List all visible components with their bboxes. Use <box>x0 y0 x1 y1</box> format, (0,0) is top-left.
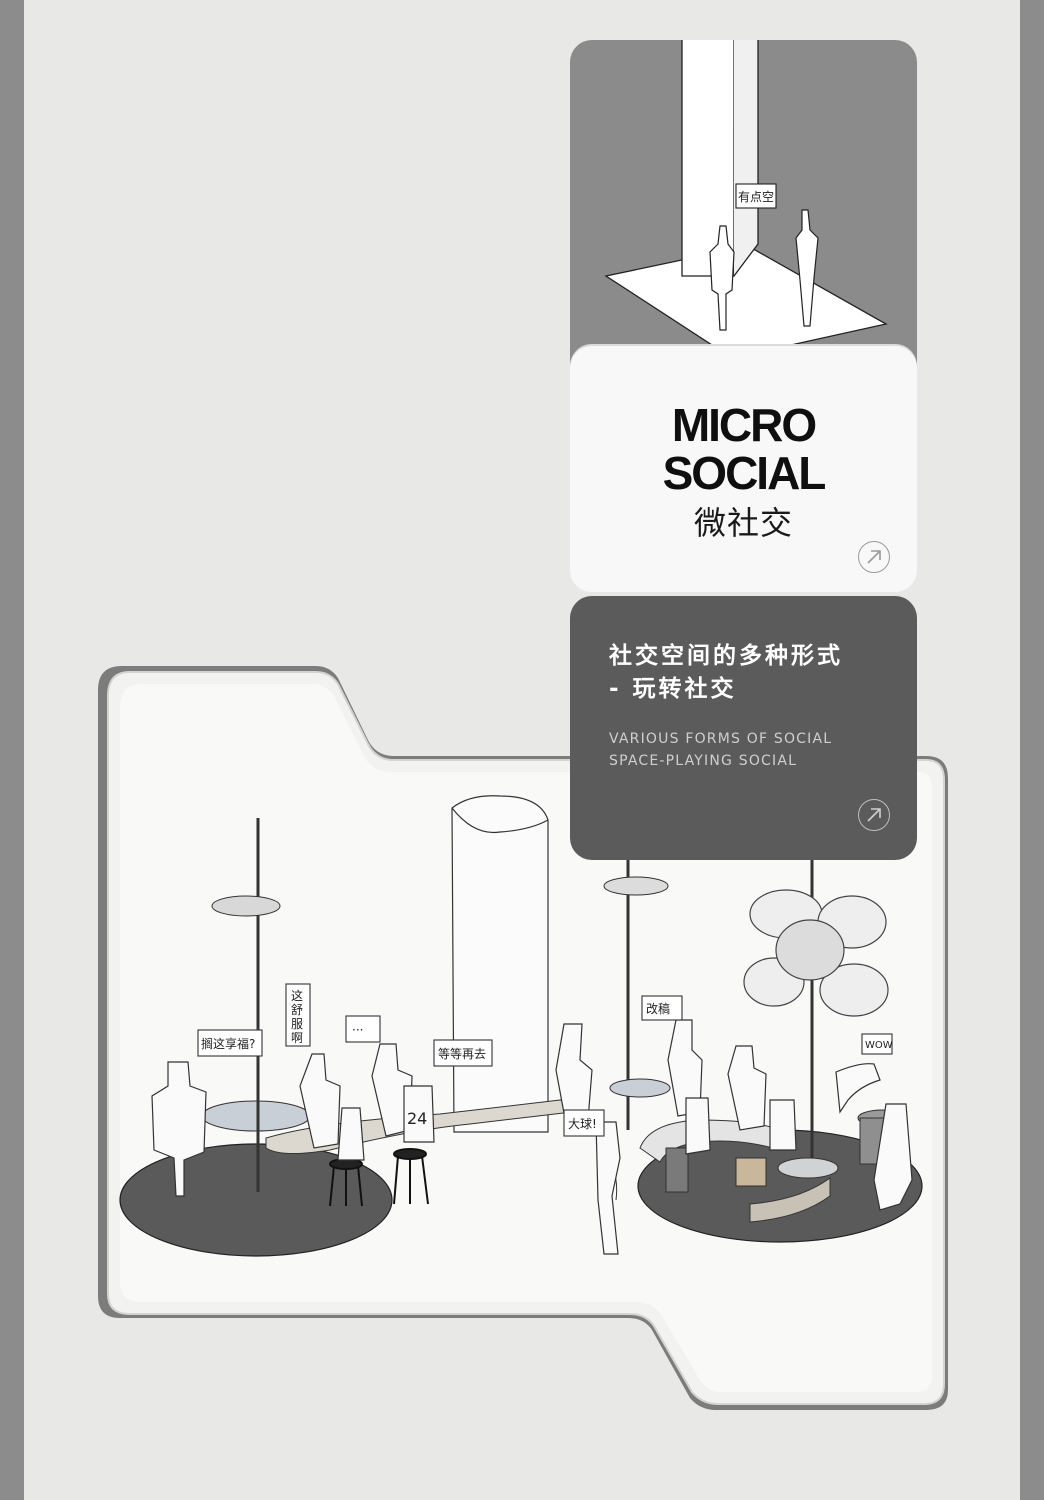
bubble-text: 舒 <box>291 1003 303 1017</box>
hero-title-line1: MICRO <box>671 399 817 451</box>
hero-title-line2: SOCIAL <box>662 447 827 499</box>
bubble-text: 大球! <box>568 1117 597 1131</box>
sketch-people <box>151 1019 913 1255</box>
bubble-text: 这 <box>291 988 303 1003</box>
bubble-text: 等等再去 <box>438 1047 486 1061</box>
micro-social-card[interactable]: 有点空 MICRO SOCIAL 微社交 <box>570 40 917 592</box>
bar-stools <box>329 1148 429 1207</box>
arrow-up-right-icon[interactable] <box>858 541 890 573</box>
bubble-text: 24 <box>407 1109 427 1128</box>
bubble-text: 啊 <box>291 1031 303 1045</box>
bubble-text: WOW <box>865 1040 893 1051</box>
arrow-up-right-icon[interactable] <box>858 799 890 831</box>
flower-lamp <box>743 889 889 1017</box>
bubble-text: 服 <box>291 1017 303 1031</box>
info-en-line2: SPACE-PLAYING SOCIAL <box>609 753 798 769</box>
bubble-text: 改稿 <box>646 1001 670 1016</box>
social-forms-card[interactable]: 社交空间的多种形式 - 玩转社交 VARIOUS FORMS OF SOCIAL… <box>570 596 917 860</box>
hero-subtitle: 微社交 <box>693 504 793 542</box>
bubble-text: 搁这享福? <box>201 1036 255 1051</box>
bubble-text: ··· <box>352 1023 363 1037</box>
info-title-line1: 社交空间的多种形式 <box>609 643 843 669</box>
right-edge-bar <box>1020 0 1044 1500</box>
left-edge-bar <box>0 0 24 1500</box>
info-en-line1: VARIOUS FORMS OF SOCIAL <box>609 731 833 747</box>
info-title: 社交空间的多种形式 - 玩转社交 <box>609 640 843 706</box>
speech-bubbles <box>197 983 893 1137</box>
info-english: VARIOUS FORMS OF SOCIAL SPACE-PLAYING SO… <box>609 728 832 772</box>
info-title-line2: - 玩转社交 <box>609 676 737 702</box>
speech-bubble-label: 有点空 <box>738 190 774 204</box>
